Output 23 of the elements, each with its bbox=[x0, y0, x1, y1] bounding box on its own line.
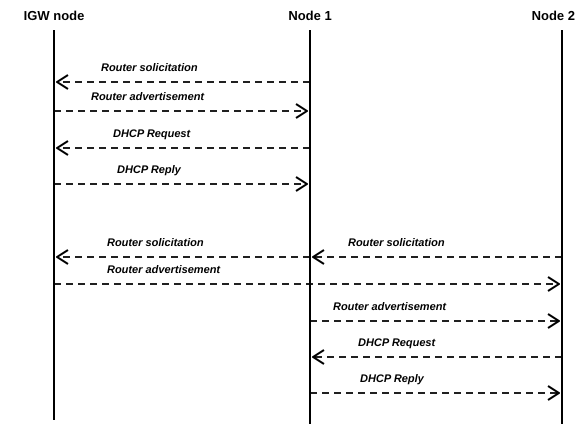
dashed-arrow bbox=[54, 176, 308, 192]
dashed-arrow bbox=[310, 313, 560, 329]
edge-label: Router solicitation bbox=[100, 63, 199, 74]
dashed-arrow bbox=[54, 103, 308, 119]
participant-label: IGW node bbox=[24, 9, 84, 22]
edge-label: DHCP Reply bbox=[359, 374, 425, 385]
edge-label: Router solicitation bbox=[106, 238, 205, 249]
dashed-arrow bbox=[56, 249, 310, 265]
participant-label: Node 2 bbox=[532, 9, 575, 22]
edge-label: Router advertisement bbox=[90, 92, 206, 103]
dashed-arrow bbox=[312, 249, 562, 265]
dashed-arrow bbox=[312, 349, 562, 365]
edge-label: DHCP Request bbox=[112, 129, 192, 140]
edge-label: DHCP Reply bbox=[116, 165, 182, 176]
edge-label: DHCP Request bbox=[357, 338, 436, 349]
dashed-arrow bbox=[310, 385, 560, 401]
edge-label: Router advertisement bbox=[106, 265, 222, 276]
dashed-arrow bbox=[56, 140, 310, 156]
dashed-arrow bbox=[54, 276, 560, 292]
edge-label: Router advertisement bbox=[332, 302, 448, 313]
participant-label: Node 1 bbox=[288, 9, 332, 22]
dashed-arrow bbox=[56, 74, 310, 90]
edge-label: Router solicitation bbox=[347, 238, 446, 249]
